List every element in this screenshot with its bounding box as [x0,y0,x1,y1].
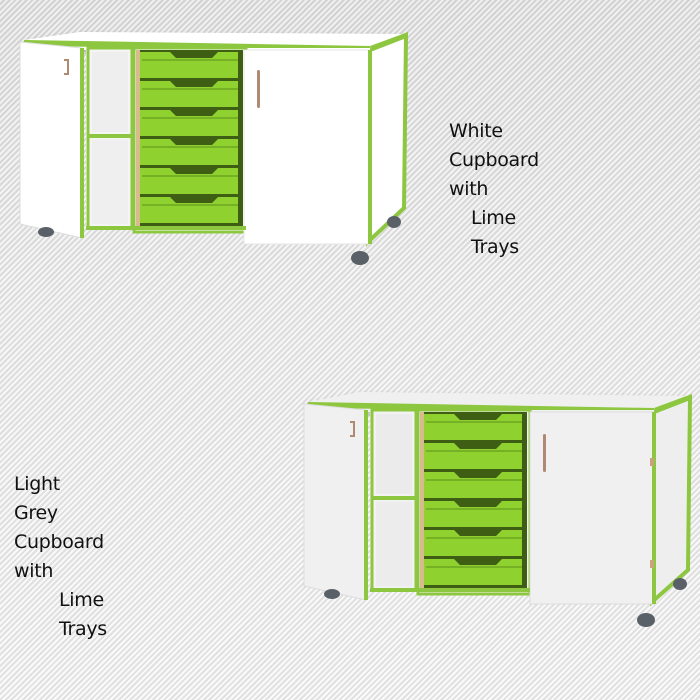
castor-icon [387,216,401,228]
cupboard-illustration [19,32,409,265]
castor-icon [324,589,340,599]
trays [424,414,522,585]
caption-line-1: White Cupboard with [449,120,539,200]
cupboard-image-light-grey [300,388,693,628]
castor-icon [351,251,369,265]
product-caption-white: White Cupboard with Lime Trays [449,117,539,262]
product-caption-light-grey: Light Grey Cupboard with Lime Trays [14,470,107,644]
caption-line-2: Lime Trays [59,589,107,640]
cupboard-illustration [303,392,693,627]
cupboard-image-white [16,28,409,268]
castor-icon [38,227,54,237]
castor-icon [673,578,687,590]
castor-icon [637,613,655,627]
caption-line-1: Light Grey Cupboard with [14,473,104,582]
trays [140,52,238,223]
caption-line-2: Lime Trays [471,207,519,258]
